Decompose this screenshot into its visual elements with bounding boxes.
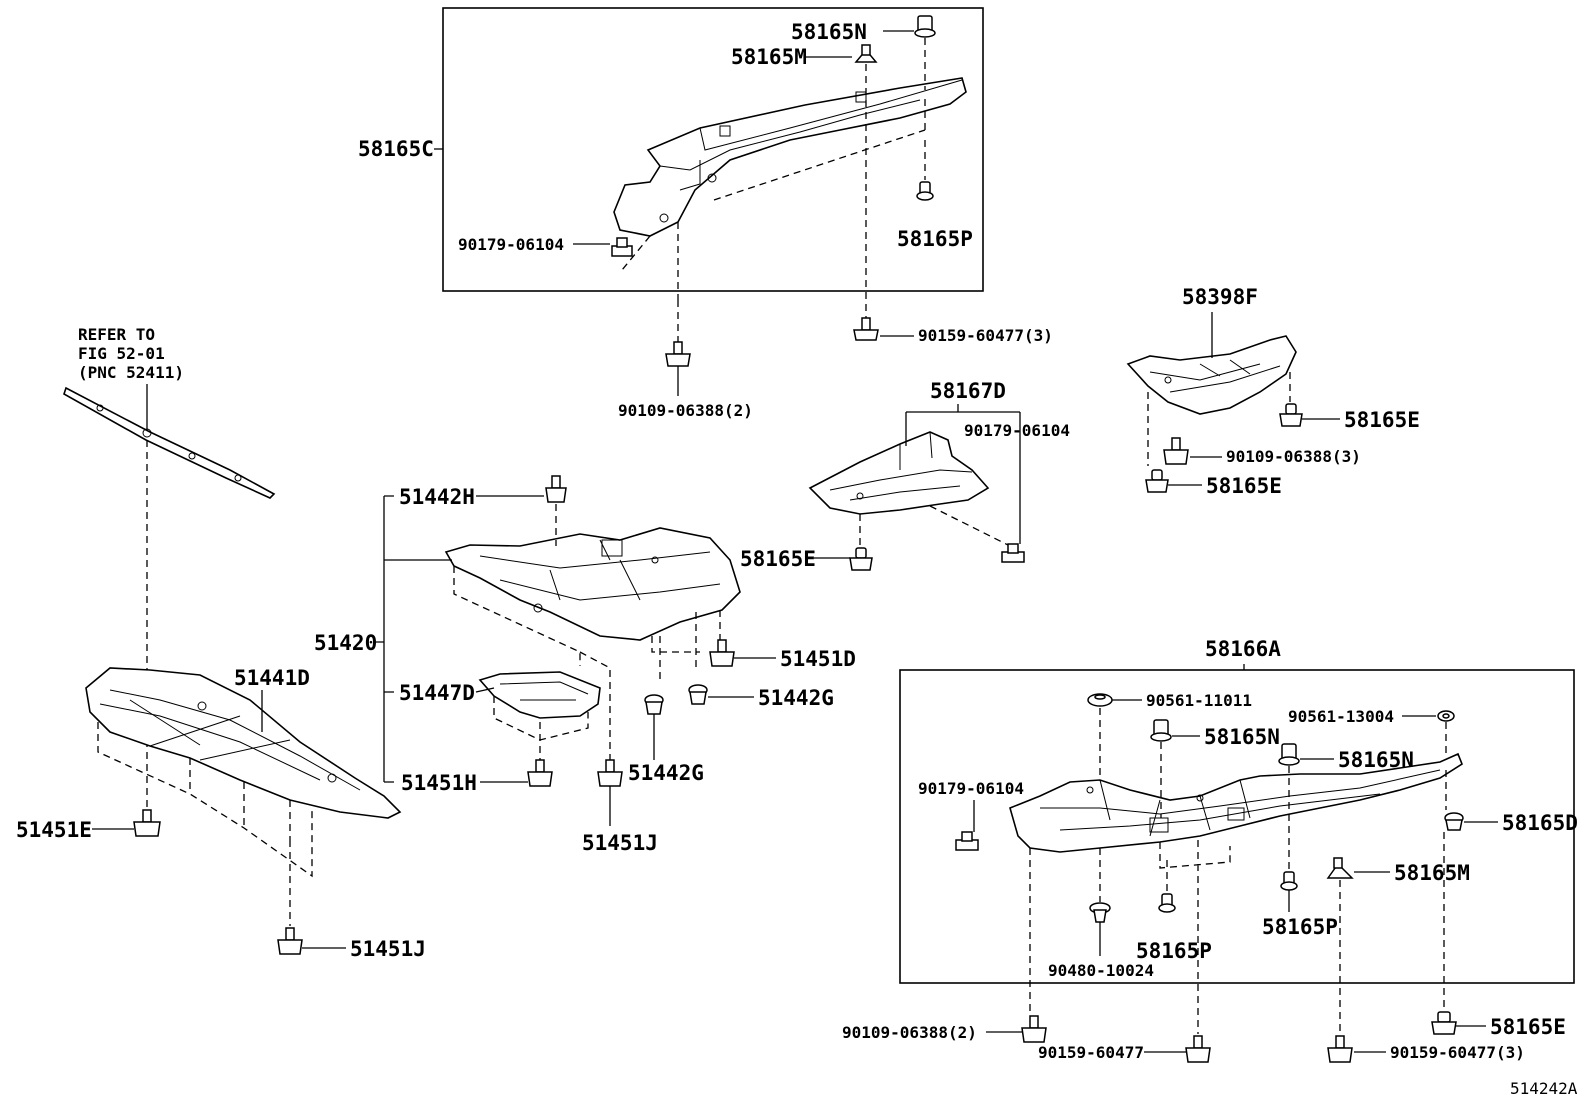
- bolt-90159-60477-3-bottom: [1327, 1035, 1353, 1063]
- label-58165m-low: 58165M: [1394, 861, 1470, 885]
- label-58165n-b2: 58165N: [1338, 748, 1414, 772]
- clip-58165p-b1: [1158, 893, 1176, 913]
- dash-51420-box: [453, 566, 721, 760]
- bracket-58167d: [905, 404, 1021, 544]
- label-58165d: 58165D: [1502, 811, 1578, 835]
- clip-58165p-top: [916, 181, 934, 201]
- part-52411-strip: [63, 386, 276, 499]
- nut-90179-06104-mid: [1001, 543, 1025, 563]
- leader-51447d: [475, 687, 495, 693]
- label-58166a: 58166A: [1205, 637, 1281, 661]
- label-90159-60477-3-bottom: 90159-60477(3): [1390, 1043, 1525, 1062]
- label-90179-06104-mid: 90179-06104: [964, 421, 1070, 440]
- label-58398f: 58398F: [1182, 285, 1258, 309]
- label-51442g-low: 51442G: [628, 761, 704, 785]
- label-90109-06388-2-bottom: 90109-06388(2): [842, 1023, 977, 1042]
- bolt-90109-06388-3: [1163, 437, 1189, 465]
- nut-90179-06104-top: [611, 237, 633, 257]
- dash-51441d-box: [97, 722, 313, 878]
- part-51447d-bracket: [478, 671, 601, 719]
- label-51451j-low: 51451J: [350, 937, 426, 961]
- label-58165e-right2: 58165E: [1206, 474, 1282, 498]
- bolt-51451j-mid: [597, 759, 623, 787]
- label-58165p-top: 58165P: [897, 227, 973, 251]
- clip-58165e-bottom: [1431, 1011, 1457, 1035]
- part-51441d-cover: [85, 667, 402, 819]
- label-58165c: 58165C: [358, 137, 434, 161]
- nut-51442g-low: [644, 694, 664, 715]
- bolt-90159-60477-bottom: [1185, 1035, 1211, 1063]
- clip-58165n-b2: [1278, 743, 1300, 766]
- nut-90179-06104-low: [955, 831, 979, 851]
- group-box-58166a: [899, 669, 1575, 984]
- label-51451j-mid: 51451J: [582, 831, 658, 855]
- label-58165p-b1: 58165P: [1136, 939, 1212, 963]
- label-58165e-right1: 58165E: [1344, 408, 1420, 432]
- nut-58165d: [1444, 812, 1464, 831]
- clip-90480-10024: [1089, 902, 1111, 923]
- label-90561-13004: 90561-13004: [1288, 707, 1394, 726]
- label-51451h: 51451H: [401, 771, 477, 795]
- label-90480-10024: 90480-10024: [1048, 961, 1154, 980]
- bolt-90159-60477-top: [853, 317, 879, 341]
- clip-58165e-mid: [849, 547, 873, 571]
- bolt-51451d: [709, 639, 735, 667]
- diagram-id: 514242A: [1510, 1079, 1578, 1098]
- ref-line-3: (PNC 52411): [78, 363, 184, 382]
- dash-58167d: [859, 505, 1011, 548]
- washer-90561-13004: [1437, 710, 1455, 722]
- bolt-51451e: [133, 809, 161, 837]
- part-58167d-cover: [808, 431, 990, 515]
- label-58165e-mid: 58165E: [740, 547, 816, 571]
- bracket-51420: [376, 495, 452, 783]
- label-90159-60477-bottom: 90159-60477: [1038, 1043, 1144, 1062]
- bolt-90109-06388-mid: [665, 341, 691, 367]
- bolt-51451j-low: [277, 927, 303, 955]
- label-51442h: 51442H: [399, 485, 475, 509]
- part-58165c-cover: [613, 77, 967, 237]
- part-51420-cover: [444, 527, 741, 641]
- clip-58165n-b1: [1150, 719, 1172, 742]
- label-51441d: 51441D: [234, 666, 310, 690]
- label-58165e-bottom: 58165E: [1490, 1015, 1566, 1039]
- nut-51442g-right: [688, 684, 708, 705]
- nut-58165m-low: [1326, 857, 1354, 879]
- dash-58166a-lower: [1029, 840, 1231, 1034]
- label-58165n-b1: 58165N: [1204, 725, 1280, 749]
- label-58165p-b2: 58165P: [1262, 915, 1338, 939]
- label-51442g-right: 51442G: [758, 686, 834, 710]
- dash-58165c-lower: [621, 95, 926, 300]
- part-58398f-cover: [1126, 335, 1297, 415]
- washer-90561-11011: [1087, 693, 1113, 707]
- label-51451d: 51451D: [780, 647, 856, 671]
- ref-line-1: REFER TO: [78, 325, 155, 344]
- dash-58165d: [1443, 770, 1447, 1012]
- ref-line-2: FIG 52-01: [78, 344, 165, 363]
- label-90109-06388-2-mid: 90109-06388(2): [618, 401, 753, 420]
- clip-58165n-top: [914, 15, 936, 38]
- label-58165m-top: 58165M: [731, 45, 807, 69]
- clip-58165e-right1: [1279, 403, 1303, 427]
- dash-58398f: [1147, 372, 1291, 466]
- label-58167d: 58167D: [930, 379, 1006, 403]
- label-90179-06104-top: 90179-06104: [458, 235, 564, 254]
- nut-51442h: [545, 475, 567, 503]
- label-58165n-top: 58165N: [791, 20, 867, 44]
- label-51451e: 51451E: [16, 818, 92, 842]
- clip-58165p-b2: [1280, 871, 1298, 891]
- label-51447d: 51447D: [399, 681, 475, 705]
- clip-58165e-right2: [1145, 469, 1169, 493]
- nut-58165m-top: [854, 44, 878, 63]
- label-51420: 51420: [314, 631, 377, 655]
- label-90179-06104-low: 90179-06104: [918, 779, 1024, 798]
- label-90109-06388-3: 90109-06388(3): [1226, 447, 1361, 466]
- label-90159-60477-3-top: 90159-60477(3): [918, 326, 1053, 345]
- bolt-90109-06388-bottom: [1021, 1015, 1047, 1043]
- bolt-51451h: [527, 759, 553, 787]
- part-58166a-cover: [1009, 752, 1463, 853]
- label-90561-11011: 90561-11011: [1146, 691, 1252, 710]
